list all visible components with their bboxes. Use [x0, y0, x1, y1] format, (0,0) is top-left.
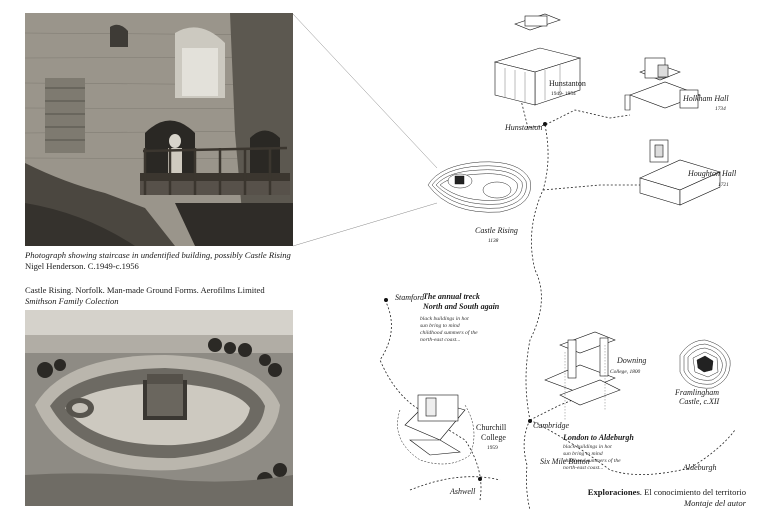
photo1-caption-line2: Nigel Henderson. C.1949-c.1956: [25, 261, 139, 271]
houghton-hall: [639, 139, 721, 206]
trek-title-2: North and South again: [422, 302, 500, 311]
map-labels: Hunstanton 1949- 1954 Hunstanton Holkham…: [395, 79, 737, 496]
churchill-college: [404, 394, 466, 456]
trek-note-1: black buildings in hot: [420, 316, 469, 322]
label-holkham-date: 1734: [715, 106, 726, 112]
label-framlingham-1: Framlingham: [674, 388, 719, 397]
credit-line1: Exploraciones. El conocimiento del terri…: [588, 487, 746, 498]
label-framlingham-2: Castle, c.XII: [679, 397, 720, 406]
london-note-4: north-east coast...: [563, 465, 603, 471]
label-churchill-date: 1959: [487, 445, 498, 451]
label-ashwell: Ashwell: [449, 487, 476, 496]
label-hunstanton-dates: 1949- 1954: [551, 91, 576, 97]
label-hunstanton-building: Hunstanton: [549, 79, 586, 88]
trek-note-4: north-east coast...: [420, 337, 460, 343]
label-stamford: Stamford: [395, 293, 425, 302]
label-six-mile-bottom: Six Mile Button: [540, 457, 590, 466]
hunstanton-building: [493, 13, 582, 106]
label-aldeburgh: Aldeburgh: [682, 463, 716, 472]
london-aldeburgh-title: London to Aldeburgh: [562, 433, 634, 442]
label-churchill-1: Churchill: [476, 423, 507, 432]
label-downing-2: College, 1800: [610, 369, 641, 375]
staircase-photo: [25, 13, 293, 246]
route-points: [384, 122, 547, 481]
london-note-3: childhood summers of the: [563, 457, 621, 464]
photo2-caption-line1: Castle Rising. Norfolk. Man-made Ground …: [25, 285, 265, 295]
label-castle-rising-date: 1138: [488, 238, 499, 244]
credit-line2: Montaje del autor: [683, 498, 746, 508]
framlingham-contours: [679, 339, 731, 389]
photo2-caption-line2: Smithson Family Colection: [25, 296, 119, 306]
downing-college: [544, 331, 621, 420]
credit-rest: . El conocimiento del territorio: [639, 487, 746, 497]
photo2-caption: Castle Rising. Norfolk. Man-made Ground …: [25, 285, 265, 307]
label-downing-1: Downing: [616, 356, 646, 365]
label-hunstanton-town: Hunstanton: [504, 123, 542, 132]
trek-note-3: childhood summers of the: [420, 329, 478, 336]
label-cambridge: Cambridge: [533, 421, 569, 430]
label-castle-rising: Castle Rising: [475, 226, 518, 235]
castle-rising-contours: [427, 161, 531, 213]
holkham-hall: [624, 57, 701, 111]
aerial-photo: [25, 310, 293, 506]
trek-note-2: sun bring to mind: [420, 323, 460, 329]
trek-title-1: The annual treck: [423, 292, 480, 301]
london-note-1: black buildings in hot: [563, 444, 612, 450]
london-note-2: sun bring to mind: [563, 451, 603, 457]
label-holkham: Holkham Hall: [682, 94, 729, 103]
label-churchill-2: College: [481, 433, 506, 442]
label-houghton-date: 1721: [718, 182, 729, 188]
credit-bold: Exploraciones: [587, 487, 640, 497]
credit-block: Exploraciones. El conocimiento del terri…: [588, 487, 746, 509]
photo1-caption: Photograph showing staircase in undentif…: [25, 250, 291, 272]
photo1-caption-line1: Photograph showing staircase in undentif…: [25, 250, 291, 260]
label-houghton: Houghton Hall: [687, 169, 737, 178]
